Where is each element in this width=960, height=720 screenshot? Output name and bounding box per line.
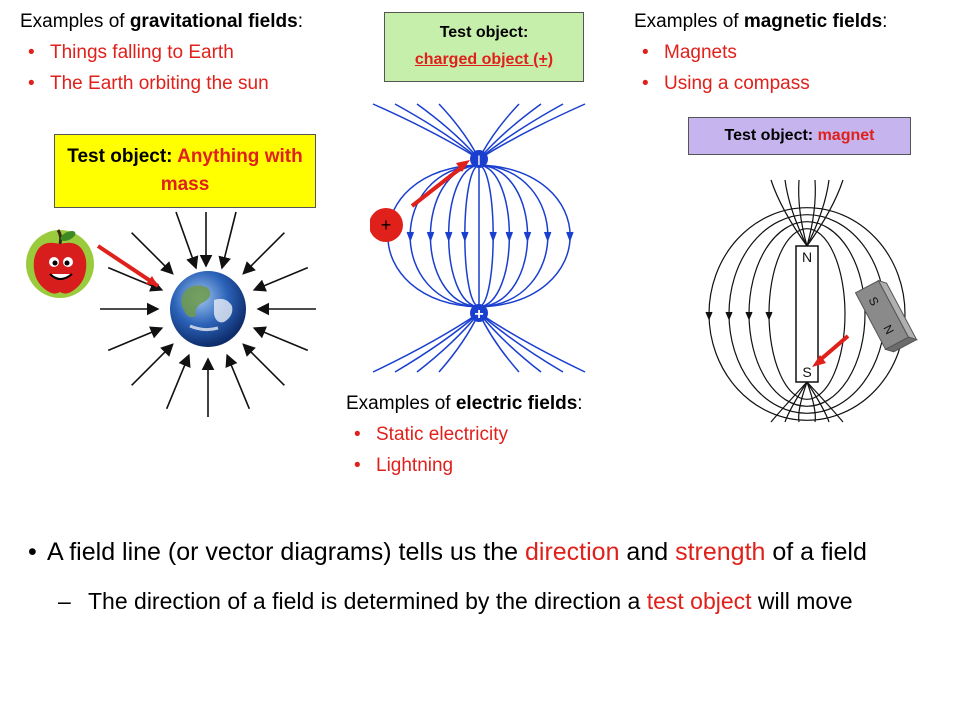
field-line [478, 312, 564, 373]
gravity-section: Examples of gravitational fields: Things… [20, 6, 303, 99]
electric-field-diagram: I + + [370, 103, 586, 373]
field-line [438, 103, 480, 160]
field-arrow [523, 231, 532, 243]
gravity-arrow [225, 353, 251, 410]
electric-field-lines [372, 103, 586, 373]
field-line [438, 312, 480, 373]
field-line [478, 103, 542, 160]
gravity-arrow [218, 211, 237, 270]
magnetic-section: Examples of magnetic fields: Magnets Usi… [634, 6, 887, 99]
gravity-arrow [165, 353, 191, 410]
gravity-arrow [242, 343, 285, 386]
charge-bottom: + [470, 304, 488, 323]
field-arrow [406, 231, 415, 243]
field-line [416, 103, 480, 160]
gravity-arrow [107, 266, 164, 292]
field-arrow [705, 311, 713, 321]
svg-text:N: N [802, 249, 812, 265]
charge-top: I [470, 150, 488, 168]
list-item: Lightning [346, 450, 583, 481]
svg-text:S: S [802, 364, 811, 380]
bullet-direction: The direction of a field is determined b… [30, 585, 950, 617]
field-line [770, 381, 808, 423]
field-line [478, 312, 542, 373]
field-arrow [426, 231, 435, 243]
list-item: Static electricity [346, 419, 583, 450]
svg-text:+: + [474, 306, 483, 323]
magnetic-examples: Magnets Using a compass [634, 37, 887, 99]
field-line [478, 103, 520, 160]
field-line [806, 179, 830, 247]
test-charge-icon: + [370, 208, 403, 242]
test-magnet-icon: S N [854, 279, 918, 353]
field-arrow [543, 231, 552, 243]
gravity-examples: Things falling to Earth The Earth orbiti… [20, 37, 303, 99]
field-line [478, 103, 564, 160]
main-text: A field line (or vector diagrams) tells … [28, 535, 950, 617]
gravity-arrow [175, 211, 199, 270]
field-line [784, 179, 808, 247]
field-line [770, 179, 808, 247]
gravity-test-object-box: Test object: Anything with mass [54, 134, 316, 208]
list-item: Things falling to Earth [20, 37, 303, 68]
field-line [806, 381, 830, 423]
electric-section: Examples of electric fields: Static elec… [346, 388, 583, 481]
gravity-test-arrow [96, 244, 160, 288]
earth-icon [170, 271, 246, 347]
gravity-arrow [252, 266, 309, 292]
field-line [806, 381, 844, 423]
field-arrow [745, 311, 753, 321]
field-line [478, 312, 520, 373]
gravity-arrow [252, 326, 309, 352]
electric-examples: Static electricity Lightning [346, 419, 583, 481]
gravity-arrow [242, 232, 285, 275]
field-line [806, 179, 816, 247]
apple-icon [26, 229, 94, 298]
field-arrow [505, 231, 514, 243]
field-line [806, 381, 816, 423]
field-arrow [461, 231, 469, 243]
field-line [478, 312, 586, 373]
field-line [806, 179, 844, 247]
field-arrow [566, 231, 574, 243]
field-line [478, 103, 586, 160]
svg-text:+: + [381, 215, 392, 235]
field-arrow [725, 311, 733, 321]
bullet-field-line: A field line (or vector diagrams) tells … [28, 535, 950, 569]
svg-text:I: I [477, 152, 481, 168]
list-item: The Earth orbiting the sun [20, 68, 303, 99]
field-line [372, 103, 480, 160]
field-arrow [765, 311, 773, 321]
field-line [784, 381, 808, 423]
magnetic-field-diagram: N S S N [705, 179, 918, 423]
gravity-heading: Examples of gravitational fields: [20, 11, 303, 32]
list-item: Using a compass [634, 68, 887, 99]
magnetic-heading: Examples of magnetic fields: [634, 11, 888, 32]
field-arrow [489, 231, 497, 243]
gravity-arrow [131, 343, 174, 386]
electric-test-object-box: Test object: charged object (+) [384, 12, 584, 82]
bar-magnet: N S [795, 245, 819, 383]
field-arrow [444, 231, 453, 243]
gravity-arrow [131, 232, 174, 275]
list-item: Magnets [634, 37, 887, 68]
magnetic-test-arrow [818, 334, 850, 362]
field-line [394, 103, 480, 160]
field-line [478, 164, 529, 308]
field-line [416, 312, 480, 373]
electric-heading: Examples of electric fields: [346, 393, 583, 414]
gravity-arrow [107, 326, 164, 352]
field-line [798, 381, 808, 423]
field-line [394, 312, 480, 373]
field-line [798, 179, 808, 247]
electric-test-arrow [410, 165, 464, 208]
magnetic-test-object-box: Test object: magnet [688, 117, 911, 155]
field-line [372, 312, 480, 373]
gravity-diagram [26, 211, 316, 417]
gravity-field-arrows [100, 211, 316, 417]
